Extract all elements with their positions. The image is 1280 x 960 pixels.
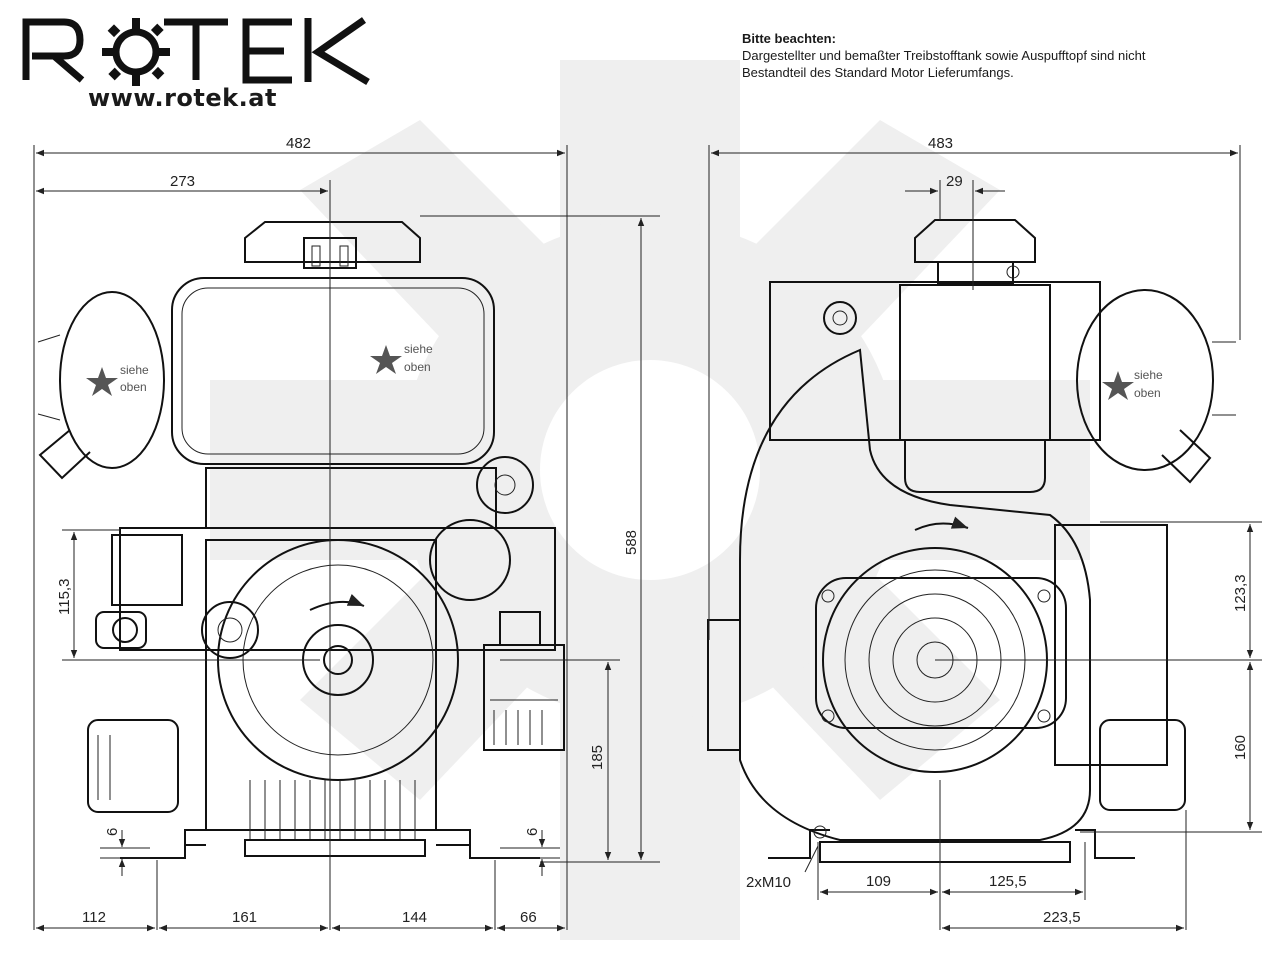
dim-left-273: 273 <box>170 173 195 190</box>
notice-block: Bitte beachten: Dargestellter und bemaßt… <box>742 30 1262 81</box>
dim-left-6b: 6 <box>524 828 541 836</box>
dimension-lines-left <box>33 145 660 932</box>
notice-heading: Bitte beachten: <box>742 31 836 46</box>
star-label-right-oben: oben <box>1134 386 1161 400</box>
engine-side-view <box>707 219 1236 863</box>
dim-bottom-112: 112 <box>82 909 106 926</box>
notice-line-1: Dargestellter und bemaßter Treibstofftan… <box>742 48 1146 63</box>
cooling-fins <box>244 780 426 857</box>
dim-thread: 2xM10 <box>746 874 791 891</box>
dim-right-160: 160 <box>1232 735 1249 760</box>
engine-front-view <box>37 221 565 859</box>
dim-right-29: 29 <box>946 173 963 190</box>
dim-right-123: 123,3 <box>1232 574 1249 612</box>
dim-left-115: 115,3 <box>56 579 73 615</box>
dim-left-width: 482 <box>286 135 311 152</box>
logo-wordmark <box>22 17 370 86</box>
notice-line-2: Bestandteil des Standard Motor Lieferumf… <box>742 65 1014 80</box>
dim-left-6a: 6 <box>104 828 121 836</box>
dim-height: 588 <box>623 530 640 555</box>
dim-right-125: 125,5 <box>989 873 1027 890</box>
dim-left-185: 185 <box>589 745 606 770</box>
rotek-logo <box>18 8 378 118</box>
dim-bottom-161: 161 <box>232 909 257 926</box>
dim-bottom-66: 66 <box>520 909 537 926</box>
dim-right-109: 109 <box>866 873 891 890</box>
star-label-tank-siehe: siehe <box>404 342 433 356</box>
website-url: www.rotek.at <box>88 84 277 112</box>
star-label-left-oben: oben <box>120 380 147 394</box>
watermark-gear <box>210 60 1090 940</box>
star-label-right-siehe: siehe <box>1134 368 1163 382</box>
dim-right-width: 483 <box>928 135 953 152</box>
star-label-tank-oben: oben <box>404 360 431 374</box>
dim-bottom-144: 144 <box>402 909 427 926</box>
dimension-lines-right <box>708 145 1262 932</box>
gear-icon <box>102 18 170 86</box>
star-label-left-siehe: siehe <box>120 363 149 377</box>
dim-right-223: 223,5 <box>1043 909 1081 926</box>
